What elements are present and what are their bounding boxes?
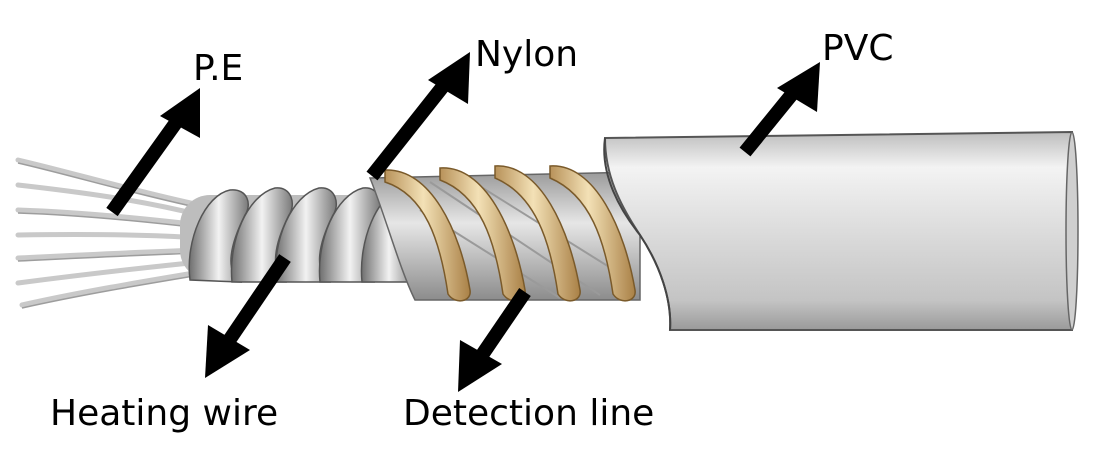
nylon-label: Nylon	[475, 34, 578, 75]
pvc-label: PVC	[822, 28, 893, 69]
heating-wire-label: Heating wire	[50, 393, 278, 434]
detection-line-arrow	[458, 288, 531, 392]
pe-strands	[15, 157, 203, 308]
arrows	[106, 52, 820, 392]
pvc-sheath	[603, 130, 1073, 331]
detection-line-label: Detection line	[403, 393, 654, 434]
pvc-sheath-end	[1065, 131, 1079, 331]
pvc-cut-edge	[603, 137, 672, 331]
nylon-arrow	[366, 52, 470, 181]
heating-wire-arrow	[205, 254, 291, 378]
pe-strands-shadow	[17, 162, 201, 309]
pe-label: P.E	[193, 48, 243, 89]
detection-line-spiral	[384, 165, 636, 302]
heating-wire-coils	[188, 187, 418, 283]
pvc-arrow	[739, 62, 820, 157]
pe-arrow	[106, 88, 200, 217]
